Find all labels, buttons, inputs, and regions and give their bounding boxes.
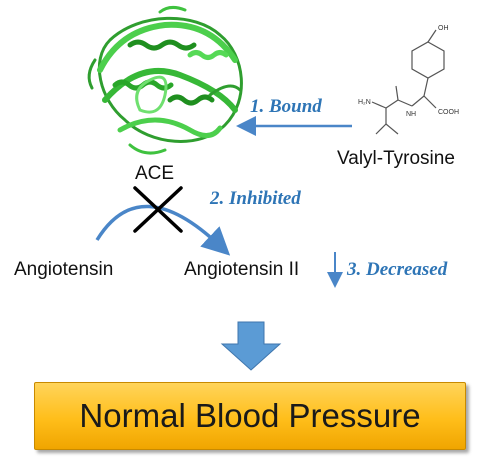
cooh-atom-label: COOH <box>438 109 459 116</box>
result-box: Normal Blood Pressure <box>34 382 466 450</box>
nh-atom-label: NH <box>406 111 416 118</box>
valyl-tyrosine-label: Valyl-Tyrosine <box>337 148 455 169</box>
valyl-tyrosine-structure-image: OH H₂N NH COOH <box>358 25 459 135</box>
ace-label: ACE <box>135 163 175 184</box>
result-text: Normal Blood Pressure <box>79 397 421 434</box>
inhibition-cross-icon <box>133 186 183 233</box>
ace-protein-structure-image <box>87 5 243 155</box>
down-block-arrow <box>220 321 282 371</box>
nh2-atom-label: H₂N <box>358 99 371 106</box>
angiotensin-label: Angiotensin <box>14 259 114 280</box>
angiotensin-ii-label: Angiotensin II <box>184 259 300 280</box>
step-inhibited-label: 2. Inhibited <box>210 188 301 209</box>
step-decreased-label: 3. Decreased <box>347 259 448 280</box>
oh-atom-label: OH <box>438 25 449 32</box>
step-bound-label: 1. Bound <box>250 96 322 117</box>
conversion-arc-arrow <box>95 204 231 256</box>
